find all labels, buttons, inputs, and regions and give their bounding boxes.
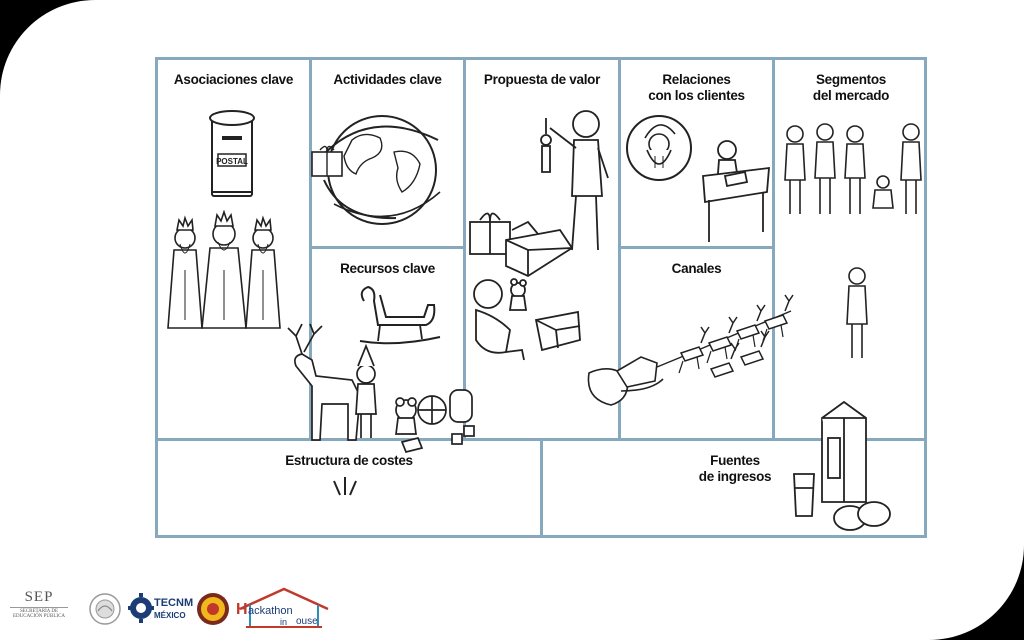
institute-seal-logo (196, 591, 230, 632)
block-customer-segments: Segmentos del mercado (775, 60, 927, 438)
sep-subtitle-2: EDUCACIÓN PÚBLICA (12, 614, 66, 619)
boy-with-puppet-illustration (536, 100, 616, 270)
santa-portrait-illustration (625, 112, 695, 184)
children-group-illustration (781, 122, 927, 222)
tecnm-subtitle: MÉXICO (154, 611, 186, 620)
mexico-seal-logo (88, 591, 122, 632)
sep-subtitle-1: SECRETARÍA DE (19, 609, 59, 614)
business-model-canvas: Asociaciones clave POSTAL (155, 57, 927, 538)
block-title: Fuentes de ingresos (698, 453, 772, 484)
three-kings-illustration (166, 210, 282, 332)
footer-logos: SEP SECRETARÍA DE EDUCACIÓN PÚBLICA TECN… (0, 585, 340, 635)
block-title: Relaciones con los clientes (648, 72, 745, 103)
block-title: Recursos clave (340, 261, 435, 276)
block-key-activities: Actividades clave (311, 60, 466, 249)
hackathon-text: ackathon (248, 605, 293, 617)
hackathon-in-house-logo: H ackathon in ouse (236, 587, 332, 631)
sep-divider (10, 607, 68, 608)
open-gift-box-illustration (468, 200, 578, 280)
block-title: Propuesta de valor (483, 72, 601, 87)
tecnm-logo: TECNM MÉXICO (128, 591, 194, 629)
reindeer-elf-toys-illustration (282, 322, 482, 456)
globe-illustration (302, 100, 458, 230)
sep-title: SEP (24, 589, 54, 605)
hackathon-house: ouse (296, 616, 318, 627)
block-value-proposition: Propuesta de valor (466, 60, 621, 438)
block-channels: Canales (587, 249, 794, 438)
mailbox-illustration: POSTAL (206, 108, 258, 200)
hackathon-h: H (236, 601, 248, 618)
block-revenue-streams: Fuentes de ingresos (543, 438, 927, 535)
flying-sleigh-reindeer-illustration (581, 287, 811, 417)
tecnm-title: TECNM (154, 597, 194, 609)
milk-and-cookies-illustration (788, 398, 908, 538)
block-key-resources: Recursos clave (312, 249, 466, 438)
child-writing-letter-illustration (697, 136, 773, 246)
child-with-teddy-illustration (466, 270, 596, 370)
block-title: Segmentos del mercado (812, 72, 890, 103)
block-customer-relationships: Relaciones con los clientes (621, 60, 775, 249)
hackathon-in: in (280, 617, 288, 627)
block-title: Estructura de costes (285, 453, 413, 468)
block-title: Actividades clave (333, 72, 442, 87)
block-key-partners: Asociaciones clave POSTAL (158, 60, 312, 438)
emphasis-marks (330, 475, 360, 499)
sep-logo: SEP SECRETARÍA DE EDUCACIÓN PÚBLICA (6, 589, 72, 631)
mailbox-text: POSTAL (216, 157, 248, 166)
boy-standing-illustration (841, 266, 875, 362)
sleigh-illustration (356, 281, 442, 351)
block-title: Asociaciones clave (173, 72, 294, 87)
block-title: Canales (671, 261, 722, 276)
